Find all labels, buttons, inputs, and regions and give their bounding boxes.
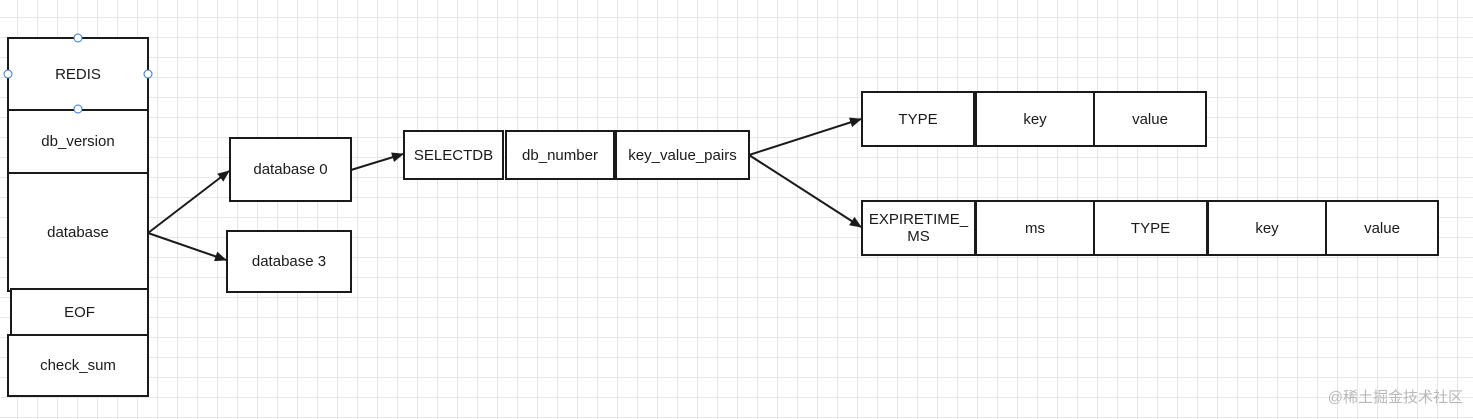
- expire-key-box[interactable]: key: [1207, 200, 1327, 256]
- database-0-label: database 0: [253, 161, 328, 178]
- key-value-pairs-label: key_value_pairs: [628, 146, 737, 164]
- redis-box[interactable]: REDIS: [7, 37, 149, 111]
- selectdb-box[interactable]: SELECTDB: [403, 130, 504, 180]
- watermark-text: @稀土掘金技术社区: [1327, 389, 1463, 406]
- arrow-pairs-to-expire-row: [748, 154, 862, 228]
- selectdb-label: SELECTDB: [413, 146, 494, 164]
- selection-handle-bottom[interactable]: [73, 104, 83, 114]
- eof-label: EOF: [64, 303, 95, 321]
- expire-ms-box[interactable]: ms: [975, 200, 1095, 256]
- expire-ms-label: ms: [1025, 219, 1045, 237]
- pair-value-box[interactable]: value: [1093, 91, 1207, 147]
- selection-handle-right[interactable]: [143, 69, 153, 79]
- db-number-label: db_number: [522, 146, 598, 164]
- redis-label: REDIS: [55, 65, 101, 83]
- pair-type-label: TYPE: [898, 110, 938, 128]
- db-version-box[interactable]: db_version: [7, 109, 149, 174]
- expire-type-label: TYPE: [1130, 219, 1171, 237]
- arrow-pairs-to-type-row: [748, 117, 862, 156]
- check-sum-label: check_sum: [40, 357, 116, 374]
- expire-value-label: value: [1364, 219, 1400, 237]
- arrow-database-to-db0: [147, 170, 230, 234]
- expire-key-label: key: [1255, 219, 1279, 237]
- pair-type-box[interactable]: TYPE: [861, 91, 975, 147]
- selection-handle-top[interactable]: [73, 33, 83, 43]
- expiretime-ms-box[interactable]: EXPIRETIME_ MS: [861, 200, 976, 256]
- database-box[interactable]: database: [7, 172, 149, 292]
- expire-value-box[interactable]: value: [1325, 200, 1439, 256]
- selection-handle-left[interactable]: [3, 69, 13, 79]
- eof-box[interactable]: EOF: [10, 288, 149, 336]
- database-0-box[interactable]: database 0: [229, 137, 352, 202]
- expiretime-ms-label: EXPIRETIME_ MS: [868, 211, 969, 245]
- pair-key-box[interactable]: key: [975, 91, 1095, 147]
- database-3-label: database 3: [251, 253, 327, 270]
- key-value-pairs-box[interactable]: key_value_pairs: [615, 130, 750, 180]
- arrow-db0-to-selectdb: [350, 152, 404, 171]
- db-number-box[interactable]: db_number: [505, 130, 615, 180]
- database-label: database: [47, 223, 109, 241]
- check-sum-box[interactable]: check_sum: [7, 334, 149, 397]
- db-version-label: db_version: [41, 133, 115, 150]
- pair-value-label: value: [1132, 110, 1168, 128]
- pair-key-label: key: [1023, 110, 1047, 128]
- arrow-database-to-db3: [147, 232, 227, 262]
- database-3-box[interactable]: database 3: [226, 230, 352, 293]
- expire-type-box[interactable]: TYPE: [1093, 200, 1208, 256]
